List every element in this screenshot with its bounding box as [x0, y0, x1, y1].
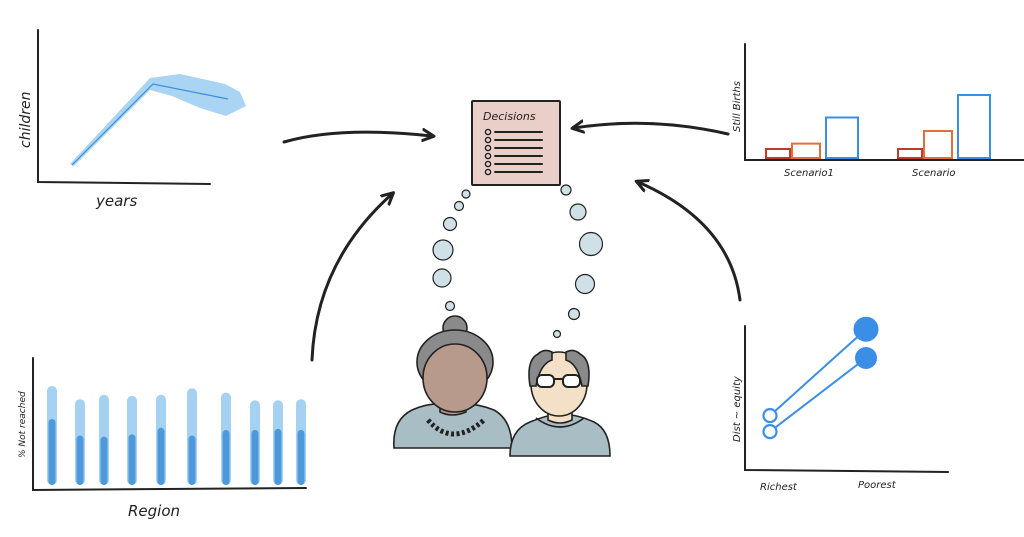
top-right-bar — [897, 148, 923, 159]
richest-point — [762, 408, 778, 424]
top-left-band — [70, 74, 246, 166]
bottom-right-category-1: Richest — [760, 482, 798, 493]
thought-bubble — [444, 300, 456, 312]
top-right-bars — [765, 94, 991, 160]
top-right-category-2: Scenario — [912, 168, 955, 179]
arrow-bottom-left — [310, 194, 392, 362]
region-bar-dark — [76, 435, 84, 485]
thought-bubble — [567, 307, 581, 321]
top-right-category-1: Scenario1 — [784, 168, 834, 179]
grandfather-collar — [535, 417, 585, 428]
top-right-bar — [765, 148, 791, 159]
top-right-bar — [825, 116, 859, 159]
region-bar-dark — [251, 430, 259, 485]
equity-line — [769, 357, 867, 433]
thought-bubble — [552, 329, 562, 339]
bottom-right-category-2: Poorest — [858, 480, 897, 491]
bottom-right-axes — [744, 325, 949, 473]
bottom-left-bars — [47, 386, 306, 485]
top-right-bar — [923, 130, 953, 159]
checklist-bullet — [484, 168, 492, 176]
top-left-xlabel: years — [95, 192, 137, 210]
region-bar-dark — [48, 419, 56, 485]
poorest-point — [853, 316, 879, 342]
thought-bubble — [578, 231, 604, 257]
grandfather-figure — [509, 349, 611, 457]
top-right-bar — [791, 142, 821, 160]
top-left-axes — [37, 29, 211, 185]
top-right-axes — [744, 43, 1024, 161]
grandmother-necklace — [426, 418, 486, 437]
arrow-top-left — [282, 132, 432, 144]
checklist-bullet — [484, 160, 492, 168]
checklist-bullet — [484, 136, 492, 144]
region-bar-dark — [274, 428, 282, 485]
region-bar-dark — [297, 430, 305, 485]
glasses-icon — [536, 374, 581, 388]
thought-bubble — [432, 239, 454, 261]
bottom-right-marks — [762, 316, 879, 440]
top-left-chart: children years — [18, 29, 246, 210]
bottom-right-ylabel: Dist ~ equity — [732, 375, 743, 442]
thought-bubble — [453, 200, 465, 212]
thought-bubble — [442, 216, 458, 232]
top-right-chart: Still Births Scenario1 Scenario — [732, 43, 1024, 179]
decisions-title: Decisions — [483, 110, 536, 123]
region-bar-dark — [128, 434, 136, 485]
decisions-checklist — [484, 128, 543, 176]
grandfather-hair — [528, 349, 590, 387]
thought-bubble — [574, 273, 596, 295]
bottom-left-axes — [32, 357, 307, 492]
thought-bubble — [461, 189, 471, 199]
region-bar-dark — [100, 436, 108, 485]
top-left-trend-line — [71, 83, 229, 166]
thought-bubble — [560, 184, 572, 196]
equity-line — [769, 328, 867, 417]
bottom-right-chart: Dist ~ equity Richest Poorest — [732, 316, 949, 493]
decisions-document: Decisions — [471, 100, 561, 186]
region-bar-dark — [222, 430, 230, 485]
region-bar-dark — [157, 427, 165, 485]
region-bar-dark — [188, 435, 196, 485]
grandmother-face — [422, 343, 488, 413]
top-right-ylabel: Still Births — [732, 81, 743, 132]
top-right-bar — [957, 94, 991, 159]
grandmother-figure — [393, 315, 513, 449]
richest-point — [762, 424, 778, 440]
bottom-left-ylabel: % Not reached — [18, 391, 28, 458]
checklist-bullet — [484, 152, 492, 160]
top-left-ylabel: children — [18, 92, 34, 148]
thought-bubble — [432, 268, 452, 288]
checklist-bullet — [484, 144, 492, 152]
thought-bubble — [569, 203, 587, 221]
arrows — [282, 123, 742, 362]
poorest-point — [855, 347, 877, 369]
bottom-left-chart: % Not reached Region — [18, 357, 307, 520]
thought-bubbles — [432, 184, 604, 339]
checklist-bullet — [484, 128, 492, 136]
arrow-bottom-right — [638, 182, 742, 302]
bottom-left-xlabel: Region — [128, 502, 180, 520]
arrow-top-right — [574, 123, 730, 136]
